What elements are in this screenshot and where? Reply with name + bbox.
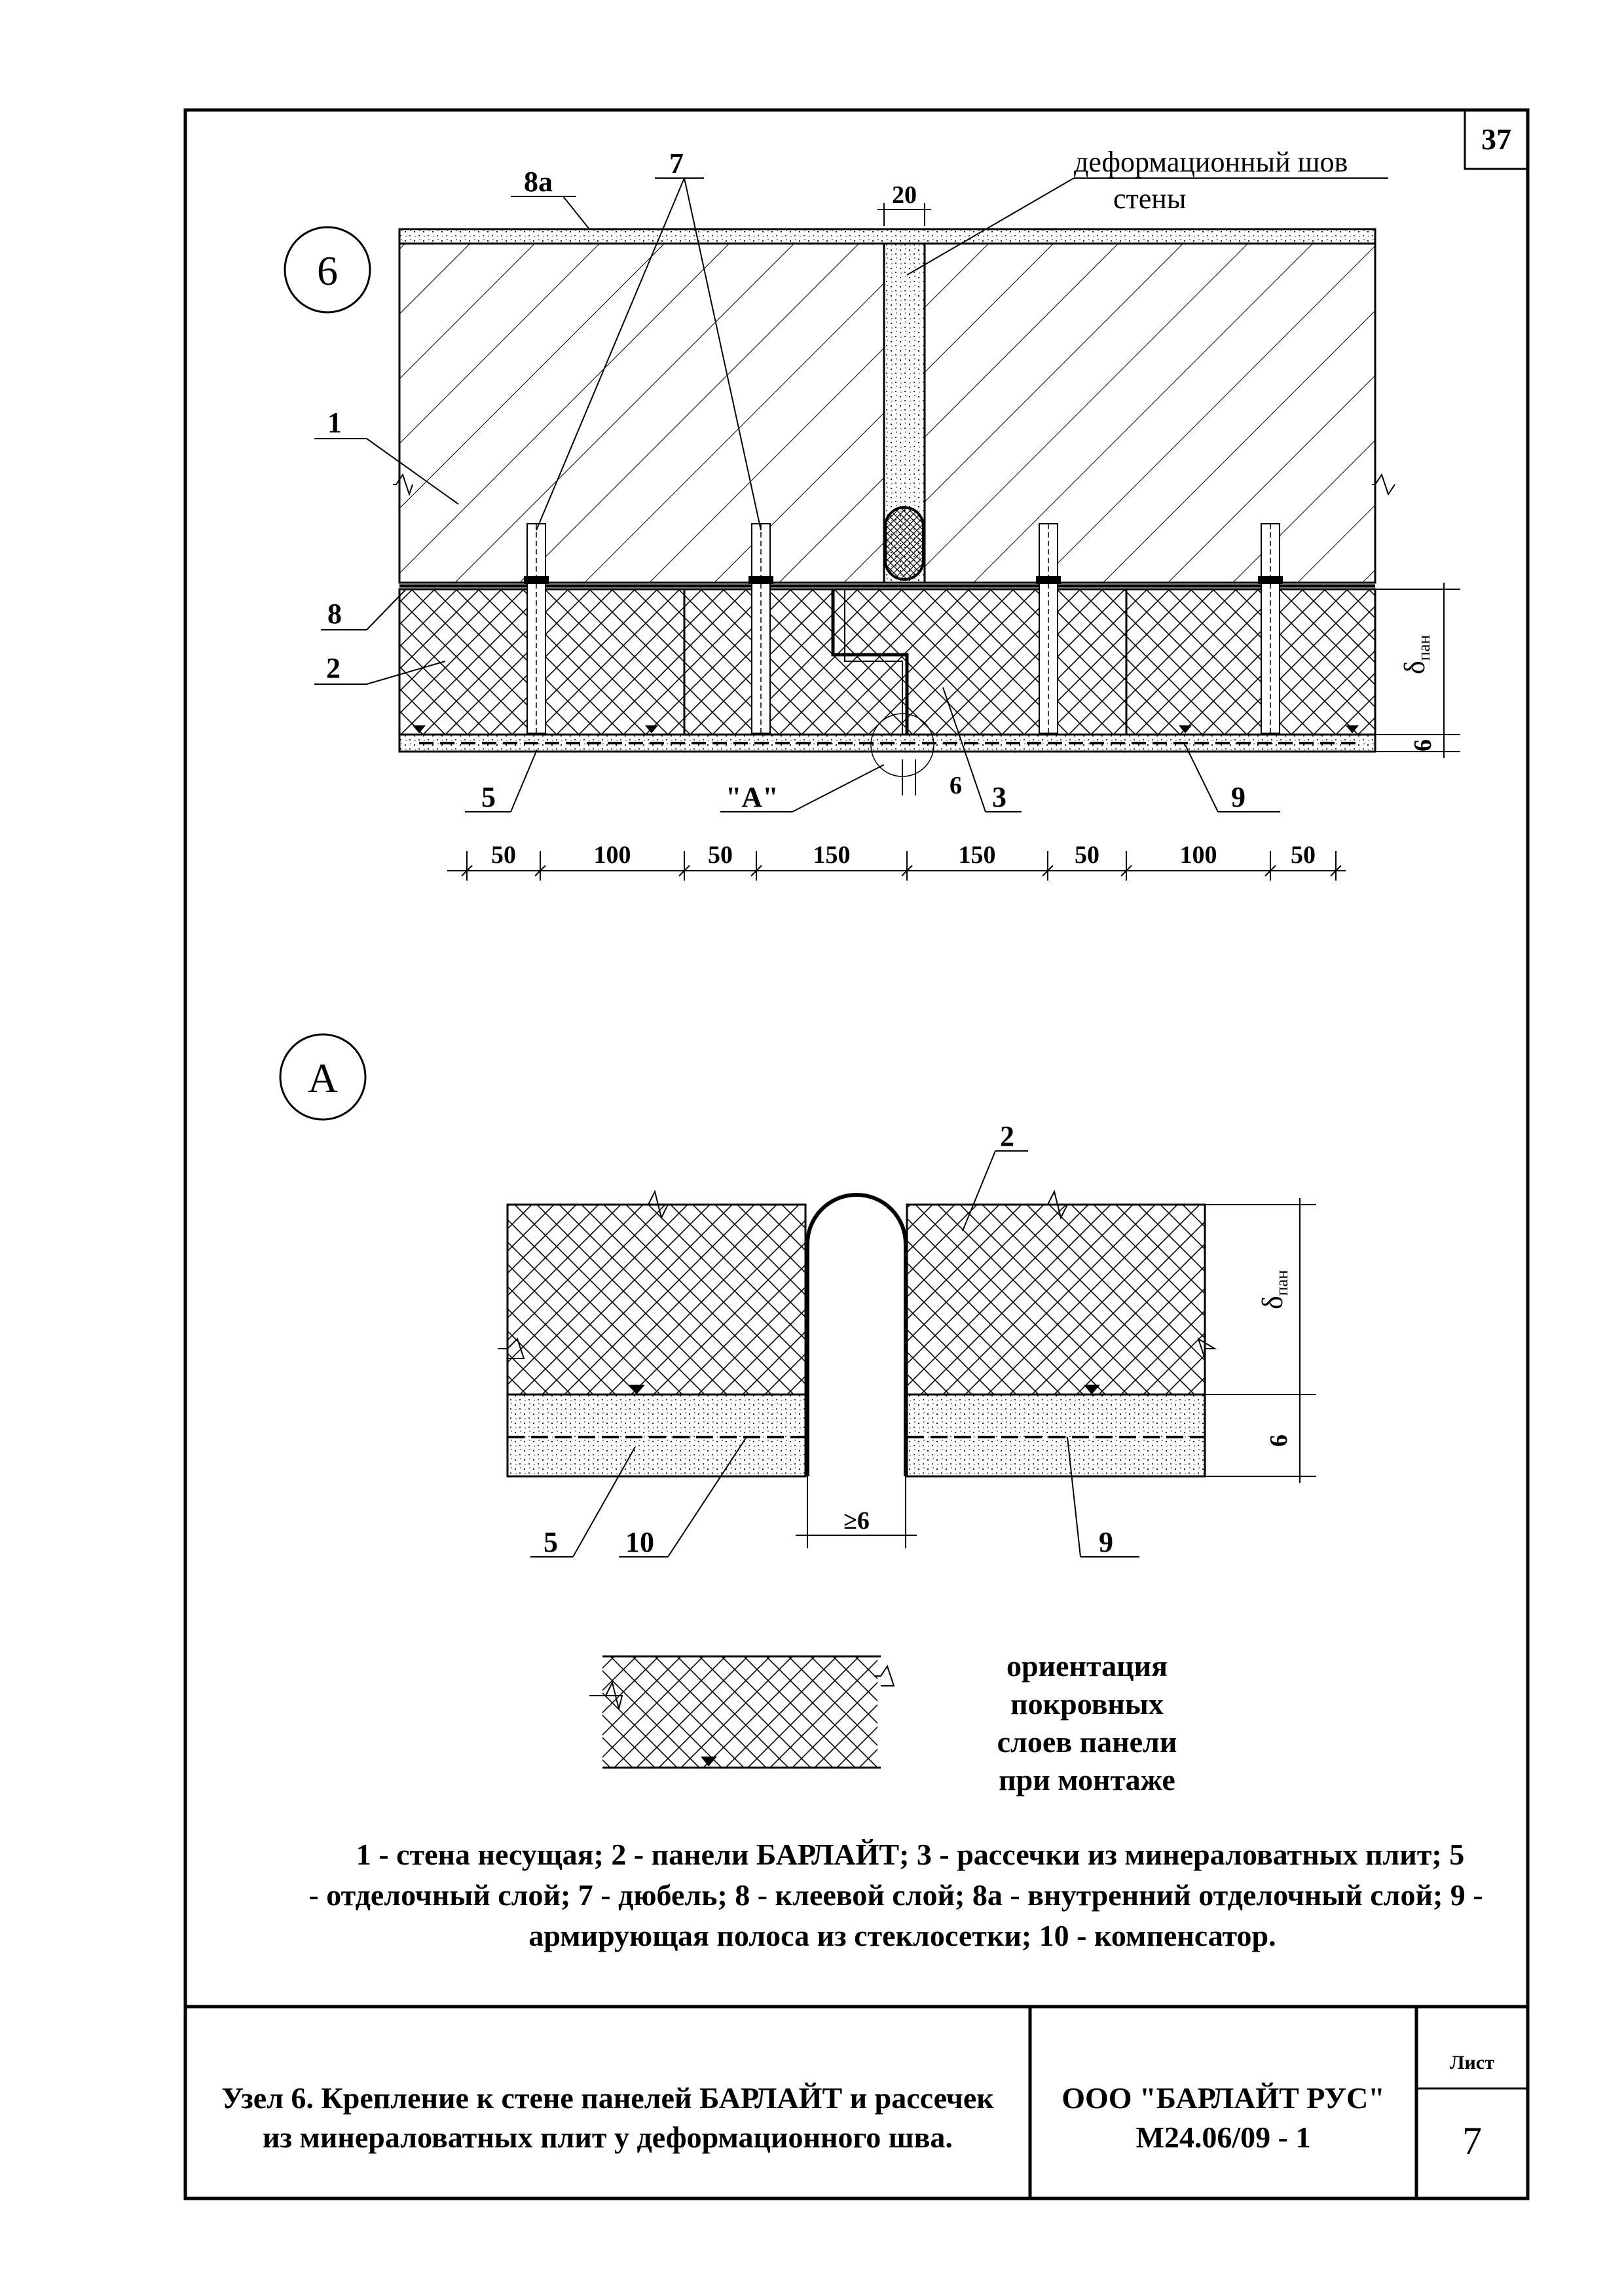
legend-line-3: армирующая полоса из стеклосетки; 10 - к… [528,1919,1276,1952]
label-9: 9 [1231,781,1246,813]
sheet-label: Лист [1450,2052,1494,2073]
title-line-2: из минераловатных плит у деформационного… [263,2121,953,2154]
label-7: 7 [669,147,684,179]
dim-8: 50 [1291,841,1316,869]
node-6-marker: 6 [317,247,338,294]
legend-line-2: - отделочный слой; 7 - дюбель; 8 - клеев… [308,1878,1483,1912]
label-1: 1 [327,407,342,439]
legend-line-1: 1 - стена несущая; 2 - панели БАРЛАЙТ; 3… [356,1838,1464,1871]
company-name: ООО "БАРЛАЙТ РУС" [1061,2081,1385,2115]
sealing-cord [884,506,925,581]
callout-deformation-joint: деформационный шов [1074,146,1348,178]
label-5: 5 [481,781,496,813]
node-6-section: 6 [284,146,1460,881]
label-A-callout: "А" [726,781,779,813]
detail-finish-thickness: 6 [1265,1434,1293,1447]
sheet-frame: 37 [183,108,1530,2200]
gap-width-dim: 20 [892,181,917,209]
dowel-2 [748,523,773,734]
detail-label-5: 5 [544,1526,558,1558]
delta-panel-dim: δпан [1399,635,1433,674]
dowel-1 [524,523,549,734]
legend: 1 - стена несущая; 2 - панели БАРЛАЙТ; 3… [308,1838,1483,1952]
label-3: 3 [992,781,1006,813]
detail-gap-dim: ≥6 [843,1507,870,1535]
label-6-gap: 6 [950,772,962,799]
dim-3: 50 [708,841,733,869]
document-code: М24.06/09 - 1 [1135,2121,1310,2154]
node-marker-circle [284,226,371,314]
orientation-line-4: при монтаже [999,1763,1175,1796]
sheet-number: 7 [1462,2119,1482,2162]
dim-6: 50 [1075,841,1099,869]
orientation-line-1: ориентация [1006,1649,1168,1683]
inner-finish-layer-8a [398,228,1376,245]
title-block: Узел 6. Крепление к стене панелей БАРЛАЙ… [185,2005,1528,2198]
orientation-line-3: слоев панели [997,1725,1177,1758]
orientation-line-2: покровных [1010,1687,1164,1721]
label-8: 8 [327,598,342,630]
dim-7: 100 [1180,841,1217,869]
orientation-sketch: ориентация покровных слоев панели при мо… [589,1649,1177,1796]
dim-1: 50 [491,841,516,869]
detail-A-marker: А [308,1055,338,1101]
dowel-3 [1036,523,1061,734]
mineral-wool-cutoff [831,589,909,735]
callout-wall: стены [1113,183,1186,215]
dim-5: 150 [959,841,996,869]
detail-delta-dim: δпан [1257,1270,1291,1309]
compensator-10 [805,1193,908,1476]
label-8a: 8а [524,166,553,198]
detail-label-10: 10 [625,1526,654,1558]
detail-A-section: А 2 δпан 6 ≥6 [279,1033,1316,1558]
sheet-corner-number: 37 [1481,122,1511,156]
dim-2: 100 [594,841,631,869]
label-2: 2 [326,652,341,684]
detail-label-9: 9 [1099,1526,1113,1558]
load-bearing-wall-left [398,242,885,584]
dim-4: 150 [813,841,851,869]
detail-label-2: 2 [1000,1120,1014,1152]
title-line-1: Узел 6. Крепление к стене панелей БАРЛАЙ… [221,2081,994,2115]
dowel-4 [1258,523,1283,734]
load-bearing-wall-right [923,242,1376,584]
finish-thickness-dim: 6 [1409,739,1437,752]
